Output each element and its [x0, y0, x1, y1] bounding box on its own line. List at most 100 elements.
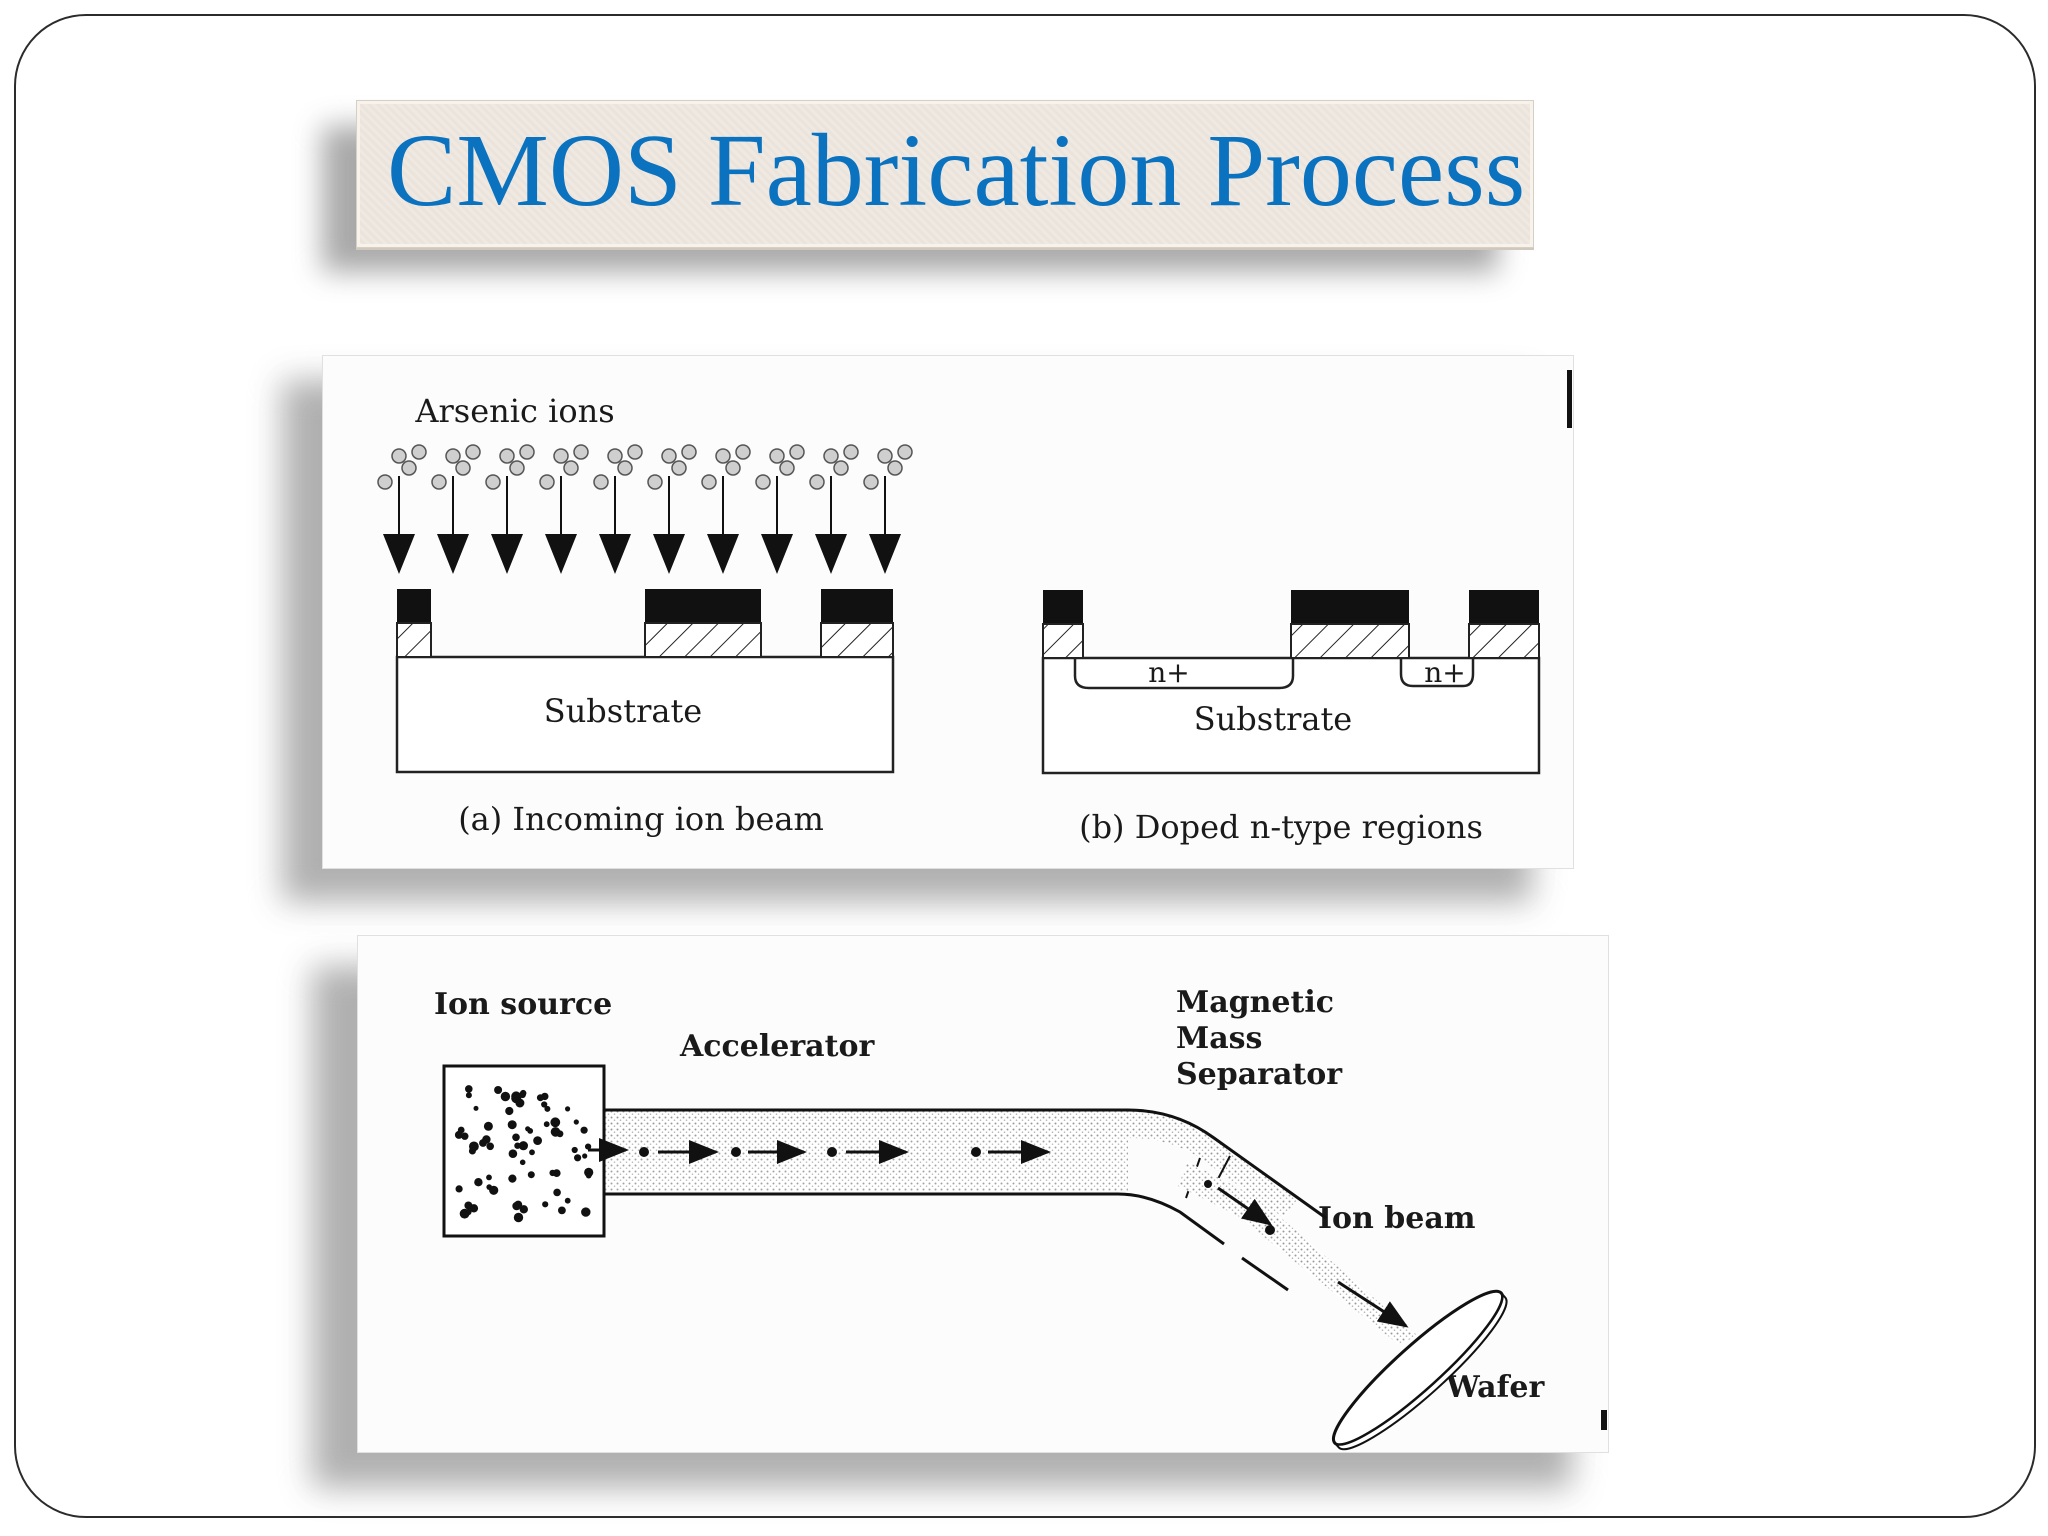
source-particle — [519, 1205, 528, 1214]
caption-a: (a) Incoming ion beam — [458, 800, 824, 838]
ion-particle — [701, 474, 717, 490]
source-particle — [474, 1178, 483, 1187]
ion-particle — [863, 474, 879, 490]
source-particle — [564, 1197, 571, 1204]
ion-particle — [377, 474, 393, 490]
source-particle — [514, 1142, 521, 1149]
ion-source-particles — [454, 1085, 594, 1223]
edge-mark — [1567, 370, 1572, 428]
source-particle — [465, 1092, 472, 1099]
source-particle — [508, 1174, 517, 1183]
ion-particle — [573, 444, 589, 460]
source-particle — [581, 1207, 591, 1217]
source-particle — [542, 1201, 549, 1208]
ion-particle — [593, 474, 609, 490]
source-particle — [553, 1188, 561, 1197]
ion-particle — [681, 444, 697, 460]
oxide-b2 — [1290, 623, 1410, 659]
ion-arrow-head — [761, 534, 793, 574]
source-particle — [505, 1106, 514, 1116]
ion-particle — [897, 444, 913, 460]
source-particle — [486, 1142, 494, 1151]
wafer-disc — [1331, 1289, 1508, 1451]
ion-particle — [485, 474, 501, 490]
ion-particle — [617, 460, 633, 476]
ion-particle — [431, 474, 447, 490]
ion-particle — [809, 474, 825, 490]
source-particle — [508, 1149, 518, 1158]
implanter-diagram: Ion source Accelerator Magnetic Mass Sep… — [434, 985, 1607, 1451]
tube-exit-wall — [1241, 1256, 1289, 1292]
source-particle — [571, 1146, 578, 1154]
source-particle — [585, 1143, 592, 1150]
oxide-a3 — [820, 622, 894, 658]
edge-mark-bottom — [1601, 1410, 1607, 1430]
source-particle — [482, 1135, 491, 1144]
ion-particle — [843, 444, 859, 460]
source-particle — [573, 1119, 579, 1125]
ion-source-label: Ion source — [434, 987, 612, 1022]
mask-a1 — [397, 589, 431, 623]
structure-b: n+ n+ Substrate — [1041, 590, 1541, 775]
ion-particle — [627, 444, 643, 460]
source-particle — [486, 1174, 492, 1181]
source-particle — [512, 1133, 520, 1142]
substrate-a-label: Substrate — [544, 692, 702, 730]
source-particle — [525, 1126, 531, 1132]
source-particle — [468, 1147, 476, 1155]
n-region-1-label: n+ — [1148, 656, 1190, 689]
ion-arrow-head — [707, 534, 739, 574]
source-particle — [549, 1169, 556, 1177]
substrate-b-block — [1041, 656, 1541, 775]
source-particle — [533, 1136, 542, 1145]
oxide-b1 — [1042, 623, 1084, 659]
ion-particle — [553, 448, 569, 464]
ion-arrow-head — [545, 534, 577, 574]
ion-arrow-head — [599, 534, 631, 574]
accelerator-label: Accelerator — [679, 1029, 875, 1064]
ion-arrow-head — [383, 534, 415, 574]
source-particle — [494, 1086, 503, 1094]
ion-particle — [455, 460, 471, 476]
source-particle — [536, 1094, 544, 1102]
oxide-a2 — [644, 622, 762, 658]
slide-title: CMOS Fabrication Process — [387, 113, 1526, 228]
ion-particle — [519, 444, 535, 460]
figure-ion-implantation: Arsenic ions Substrate (a) Incoming ion … — [322, 355, 1574, 869]
separator-label-3: Separator — [1176, 1057, 1343, 1092]
separator-label-1: Magnetic — [1176, 985, 1334, 1020]
source-particle — [465, 1085, 473, 1093]
source-particle — [519, 1159, 526, 1166]
ion-particle — [563, 460, 579, 476]
mask-b3 — [1469, 590, 1539, 624]
ion-beam-fill — [1178, 1162, 1418, 1344]
source-particle — [543, 1121, 550, 1128]
source-particle — [574, 1154, 582, 1162]
source-particle — [529, 1149, 535, 1156]
ion-beam-label: Ion beam — [1318, 1201, 1476, 1236]
source-particle — [518, 1141, 528, 1151]
source-particle — [550, 1117, 561, 1128]
source-particle — [507, 1120, 517, 1130]
source-particle — [489, 1185, 499, 1195]
source-particle — [469, 1204, 479, 1213]
substrate-a-block — [395, 655, 895, 774]
ion-arrow-head — [491, 534, 523, 574]
ion-particle — [725, 460, 741, 476]
beam-arrows — [588, 1138, 1409, 1328]
source-particle — [550, 1127, 561, 1137]
ion-arrow-head — [437, 534, 469, 574]
source-particle — [541, 1101, 548, 1108]
separator-label-2: Mass — [1176, 1021, 1262, 1056]
ion-particle — [877, 448, 893, 464]
ion-particle — [647, 474, 663, 490]
ion-particle — [401, 460, 417, 476]
mask-b1 — [1043, 590, 1083, 624]
arsenic-ions-label: Arsenic ions — [414, 392, 614, 430]
mask-b2 — [1291, 590, 1409, 624]
source-particle — [454, 1130, 463, 1139]
source-particle — [512, 1201, 521, 1211]
ion-particle — [833, 460, 849, 476]
ion-arrow-head — [653, 534, 685, 574]
n-region-2-outline — [1399, 658, 1475, 688]
